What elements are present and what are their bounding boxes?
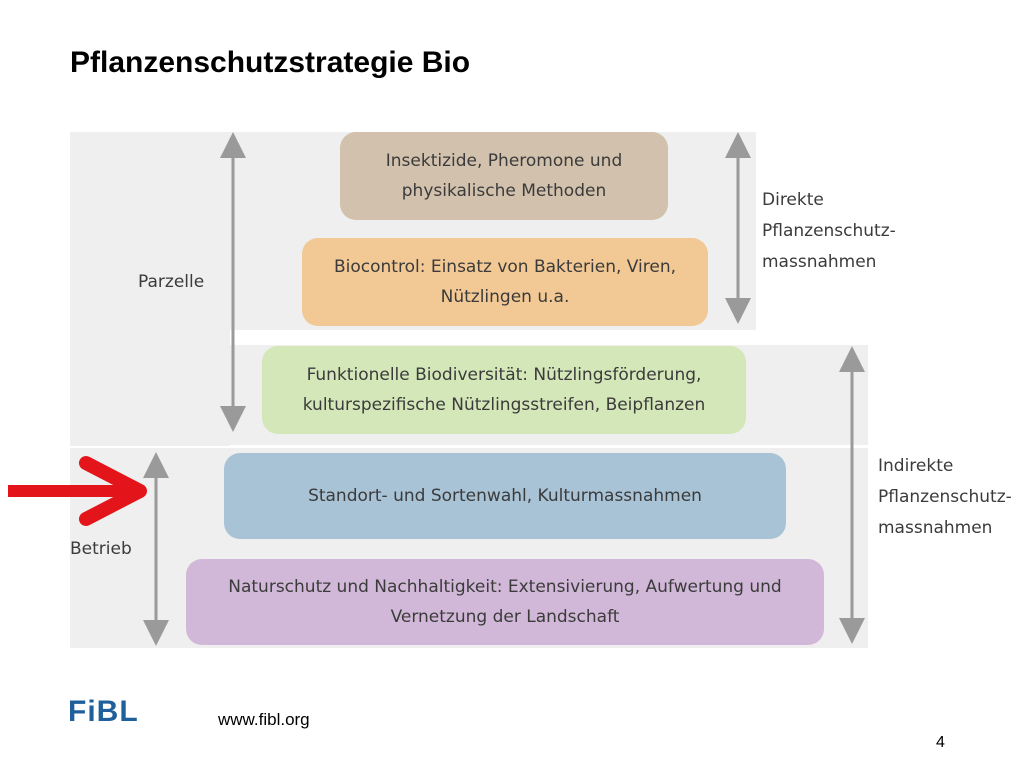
- parzelle-double-arrow: [220, 132, 246, 432]
- group-label-direkt: Direkte Pflanzenschutz-massnahmen: [762, 190, 896, 272]
- level-box-biocontrol: Biocontrol: Einsatz von Bakterien, Viren…: [302, 238, 708, 326]
- level-text-biodiversity: Funktionelle Biodiversität: Nützlingsför…: [302, 365, 706, 415]
- page-title: Pflanzenschutzstrategie Bio: [70, 46, 471, 79]
- level-text-insecticides: Insektizide, Pheromone und physikalische…: [385, 151, 623, 201]
- level-text-nature-protection: Naturschutz und Nachhaltigkeit: Extensiv…: [228, 577, 782, 627]
- fibl-logo: FiBL: [68, 695, 139, 728]
- highlight-arrow: [8, 456, 147, 526]
- scope-label-parzelle: Parzelle: [138, 272, 205, 292]
- direkt-double-arrow: [725, 132, 751, 324]
- level-text-site-selection: Standort- und Sortenwahl, Kulturmassnahm…: [308, 486, 702, 506]
- indirekt-double-arrow: [839, 346, 865, 644]
- page-number: 4: [936, 734, 945, 751]
- footer-url[interactable]: www.fibl.org: [218, 710, 310, 729]
- level-box-nature-protection: Naturschutz und Nachhaltigkeit: Extensiv…: [186, 559, 824, 645]
- group-label-indirekt: Indirekte Pflanzenschutz-massnahmen: [878, 456, 1012, 538]
- level-text-biocontrol: Biocontrol: Einsatz von Bakterien, Viren…: [333, 257, 677, 307]
- scope-label-betrieb: Betrieb: [70, 539, 132, 559]
- level-box-biodiversity: Funktionelle Biodiversität: Nützlingsför…: [262, 346, 746, 434]
- level-box-site-selection: Standort- und Sortenwahl, Kulturmassnahm…: [224, 453, 786, 539]
- betrieb-double-arrow: [143, 452, 169, 646]
- band-parzelle: [70, 132, 230, 446]
- level-box-insecticides: Insektizide, Pheromone und physikalische…: [340, 132, 668, 220]
